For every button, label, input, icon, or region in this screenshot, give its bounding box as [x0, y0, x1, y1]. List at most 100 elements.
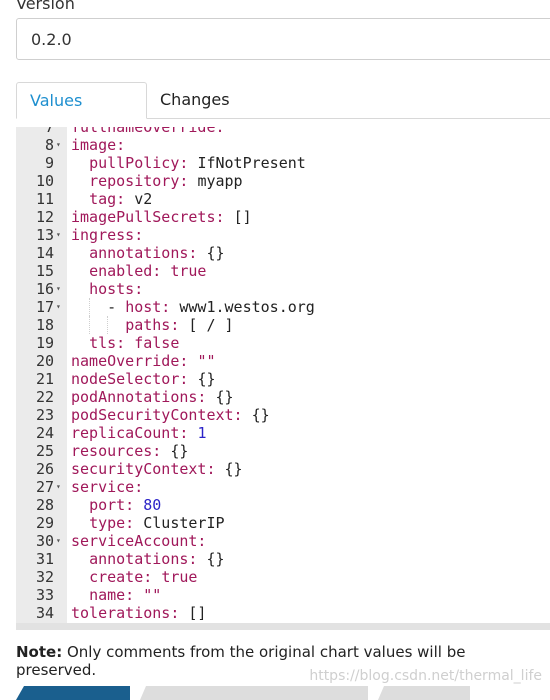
line-number: 13 — [35, 226, 54, 244]
code-line[interactable]: 16▾ hosts: — [16, 280, 550, 298]
watermark: https://blog.csdn.net/thermal_life — [309, 668, 542, 684]
code-line[interactable]: 27▾ service: — [16, 478, 550, 496]
code-text: securityContext: {} — [71, 460, 243, 478]
code-text: nameOverride: "" — [71, 352, 216, 370]
code-line[interactable]: 8▾ image: — [16, 136, 550, 154]
yaml-key: host: — [125, 298, 171, 316]
code-line[interactable]: 9 pullPolicy: IfNotPresent — [16, 154, 550, 172]
yaml-key: fullnameOverride: "" — [71, 127, 252, 136]
fold-toggle-icon[interactable]: ▾ — [56, 230, 61, 239]
code-line[interactable]: 14 annotations: {} — [16, 244, 550, 262]
space — [125, 190, 134, 208]
cancel-button[interactable] — [378, 686, 470, 700]
code-text: type: ClusterIP — [71, 514, 224, 532]
yaml-key: service: — [71, 478, 144, 496]
code-line[interactable]: 33 name: "" — [16, 586, 550, 604]
code-text: annotations: {} — [71, 550, 224, 568]
code-text: replicaCount: 1 — [71, 424, 206, 442]
fold-toggle-icon[interactable]: ▾ — [56, 302, 61, 311]
fold-toggle-icon[interactable]: ▾ — [56, 284, 61, 293]
version-input[interactable] — [16, 18, 550, 60]
code-line[interactable]: 32 create: true — [16, 568, 550, 586]
code-line[interactable]: 25 resources: {} — [16, 442, 550, 460]
line-number: 19 — [35, 334, 54, 352]
yaml-key: tls: — [89, 334, 126, 352]
line-number: 24 — [35, 424, 54, 442]
editor-scrollbar[interactable] — [16, 623, 550, 630]
code-line[interactable]: 17▾ - host: www1.westos.org — [16, 298, 550, 316]
indent — [71, 298, 107, 316]
line-number: 11 — [35, 190, 54, 208]
list-dash: - — [107, 298, 126, 316]
code-text: resources: {} — [71, 442, 188, 460]
yaml-value: {} — [206, 244, 225, 262]
code-line[interactable]: 31 annotations: {} — [16, 550, 550, 568]
yaml-key: image: — [71, 136, 126, 154]
indent — [71, 172, 89, 190]
code-text: imagePullSecrets: [] — [71, 208, 252, 226]
indent — [71, 496, 89, 514]
code-line[interactable]: 30▾serviceAccount: — [16, 532, 550, 550]
code-line[interactable]: 28 port: 80 — [16, 496, 550, 514]
line-number: 8 — [44, 136, 54, 154]
line-number: 25 — [35, 442, 54, 460]
yaml-value: "" — [143, 586, 162, 604]
tab-values-yaml[interactable]: Values (YAML) — [16, 82, 147, 146]
code-line[interactable]: 29 type: ClusterIP — [16, 514, 550, 532]
code-text: ingress: — [71, 226, 143, 244]
yaml-key: annotations: — [89, 244, 198, 262]
indent — [71, 586, 89, 604]
yaml-key: ingress: — [71, 226, 144, 244]
version-label: Version — [16, 0, 75, 13]
space — [206, 388, 215, 406]
code-line[interactable]: 11 tag: v2 — [16, 190, 550, 208]
code-text: repository: myapp — [71, 172, 243, 190]
note-label: Note: — [16, 643, 63, 661]
yaml-value: {} — [197, 370, 216, 388]
yaml-key: resources: — [71, 442, 162, 460]
yaml-key: imagePullSecrets: — [71, 208, 225, 226]
code-text: annotations: {} — [71, 244, 225, 262]
space — [152, 568, 161, 586]
tab-changes[interactable]: Changes — [160, 90, 230, 109]
code-line[interactable]: 10 repository: myapp — [16, 172, 550, 190]
save-button[interactable] — [16, 686, 130, 700]
code-line[interactable]: 18 paths: [ / ] — [16, 316, 550, 334]
code-line[interactable]: 13▾ ingress: — [16, 226, 550, 244]
indent — [71, 316, 125, 334]
line-number: 17 — [35, 298, 54, 316]
code-line[interactable]: 24 replicaCount: 1 — [16, 424, 550, 442]
fold-toggle-icon[interactable]: ▾ — [56, 536, 61, 545]
yaml-key: hosts: — [89, 280, 144, 298]
yaml-key: nodeSelector: — [71, 370, 189, 388]
fold-toggle-icon[interactable]: ▾ — [56, 140, 61, 149]
yaml-key: annotations: — [89, 550, 198, 568]
line-number: 15 — [35, 262, 54, 280]
yaml-value: true — [170, 262, 207, 280]
yaml-key: serviceAccount: — [71, 532, 207, 550]
code-text: podSecurityContext: {} — [71, 406, 270, 424]
line-number: 9 — [44, 154, 54, 172]
code-line[interactable]: 19 tls: false — [16, 334, 550, 352]
code-text: name: "" — [71, 586, 161, 604]
yaml-value: v2 — [134, 190, 153, 208]
line-number: 27 — [35, 478, 54, 496]
code-text: tag: v2 — [71, 190, 152, 208]
secondary-button[interactable] — [140, 686, 368, 700]
fold-toggle-icon[interactable]: ▾ — [56, 482, 61, 491]
space — [134, 496, 143, 514]
yaml-value: 1 — [197, 424, 207, 442]
code-text: service: — [71, 478, 143, 496]
code-line[interactable]: 15 enabled: true — [16, 262, 550, 280]
yaml-key: port: — [89, 496, 135, 514]
